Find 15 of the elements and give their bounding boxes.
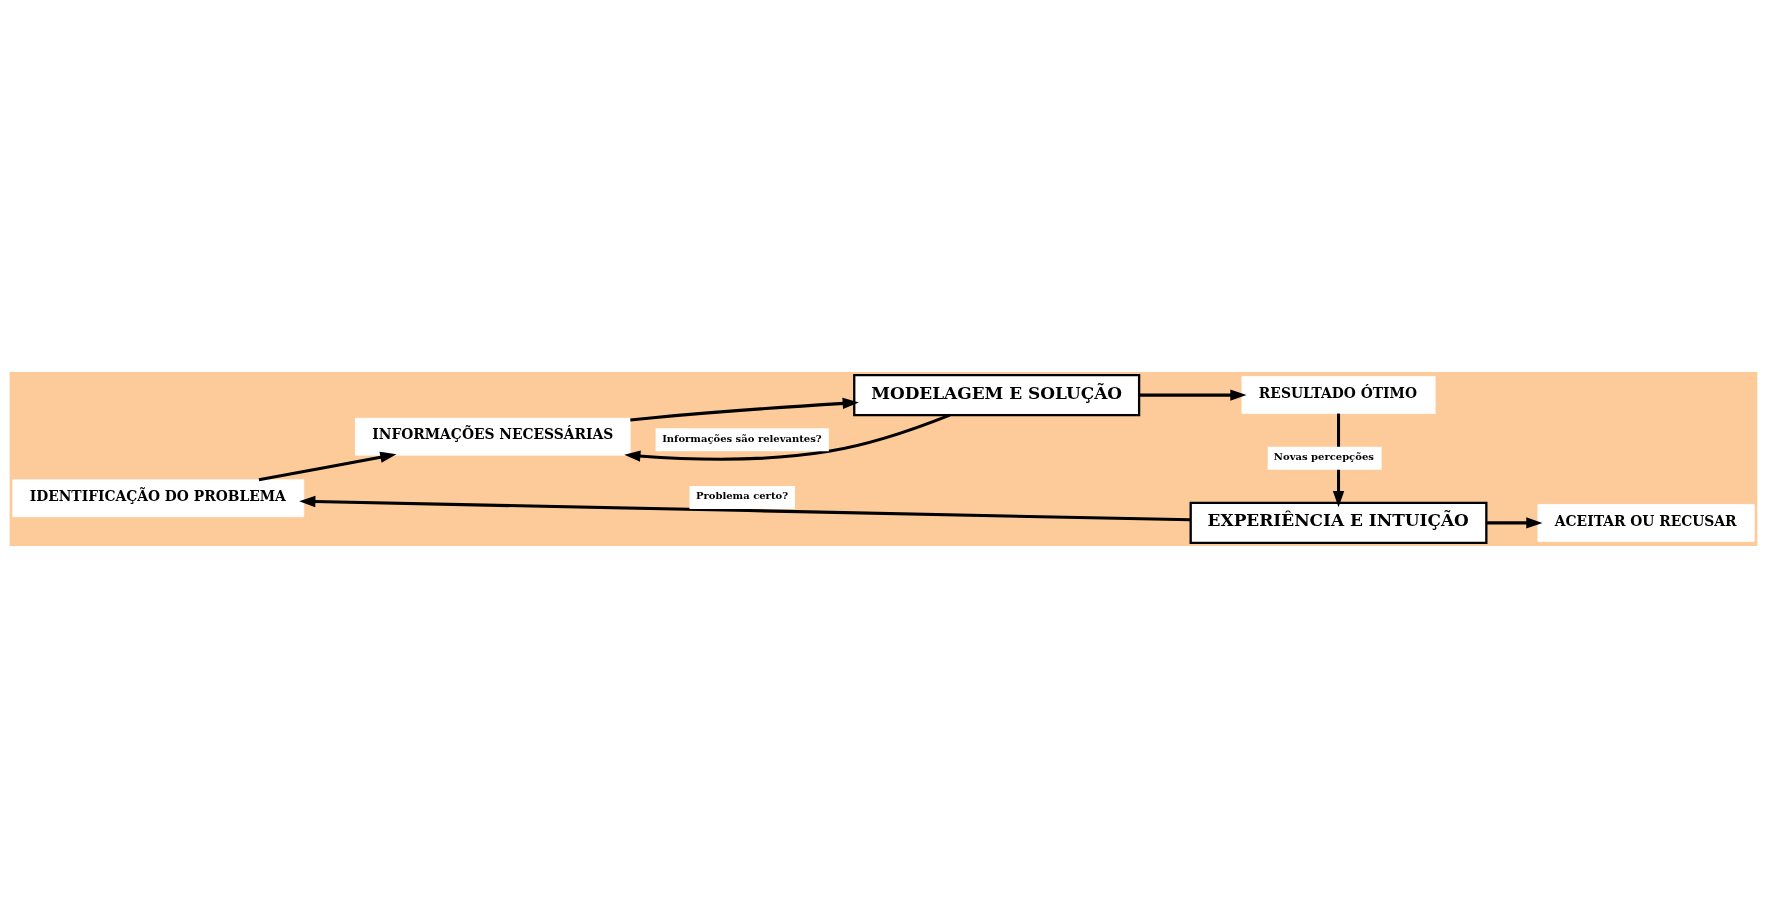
node-box: ACEITAR OU RECUSAR (1537, 503, 1755, 542)
edge-label: Problema certo? (696, 489, 789, 501)
node-box: RESULTADO ÓTIMO (1241, 375, 1436, 414)
arrow (624, 413, 951, 462)
arrow (630, 397, 859, 421)
node-box: INFORMAÇÕES NECESSÁRIAS (354, 417, 631, 456)
node-box: IDENTIFICAÇÃO DO PROBLEMA (12, 478, 305, 517)
edge-label: Novas percepções (1273, 450, 1374, 462)
node-box: MODELAGEM E SOLUÇÃO (853, 373, 1141, 416)
arrow (1486, 516, 1543, 529)
arrow (299, 495, 1191, 521)
arrow (258, 451, 397, 481)
edge-label: Informações são relevantes? (662, 432, 822, 444)
arrow (1139, 388, 1247, 401)
node-box: EXPERIÊNCIA E INTUIÇÃO (1189, 501, 1488, 544)
